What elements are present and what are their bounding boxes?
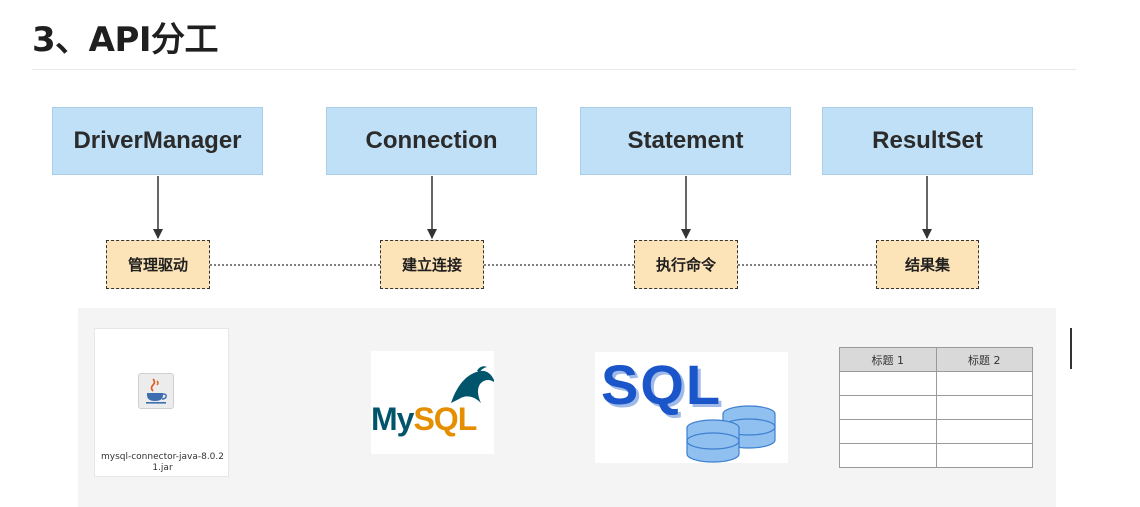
mysql-logo: MySQL (371, 351, 494, 454)
role-box-result-set: 结果集 (876, 240, 979, 289)
table-row (839, 443, 1033, 468)
table-row (839, 395, 1033, 420)
table-row (839, 419, 1033, 444)
table-header-1: 标题 1 (839, 347, 937, 372)
api-box-connection: Connection (326, 107, 537, 175)
title-divider (32, 69, 1076, 70)
java-cup-icon (138, 373, 174, 409)
jar-file-card: mysql-connector-java-8.0.21.jar (94, 328, 229, 477)
dolphin-icon (451, 366, 494, 403)
text-cursor (1070, 328, 1072, 369)
role-box-execute-command: 执行命令 (634, 240, 738, 289)
sql-wordmark: SQL (601, 353, 723, 416)
role-box-manage-driver: 管理驱动 (106, 240, 210, 289)
result-set-table: 标题 1 标题 2 (839, 347, 1033, 468)
role-box-establish-connection: 建立连接 (380, 240, 484, 289)
table-row (839, 371, 1033, 396)
database-icon (686, 405, 776, 463)
api-box-driver-manager: DriverManager (52, 107, 263, 175)
api-box-result-set: ResultSet (822, 107, 1033, 175)
jar-filename: mysql-connector-java-8.0.21.jar (100, 452, 224, 473)
page-title: 3、API分工 (32, 20, 219, 60)
sql-logo: SQL (595, 352, 788, 463)
table-header-2: 标题 2 (935, 347, 1033, 372)
mysql-wordmark: MySQL (371, 401, 477, 437)
api-box-statement: Statement (580, 107, 791, 175)
